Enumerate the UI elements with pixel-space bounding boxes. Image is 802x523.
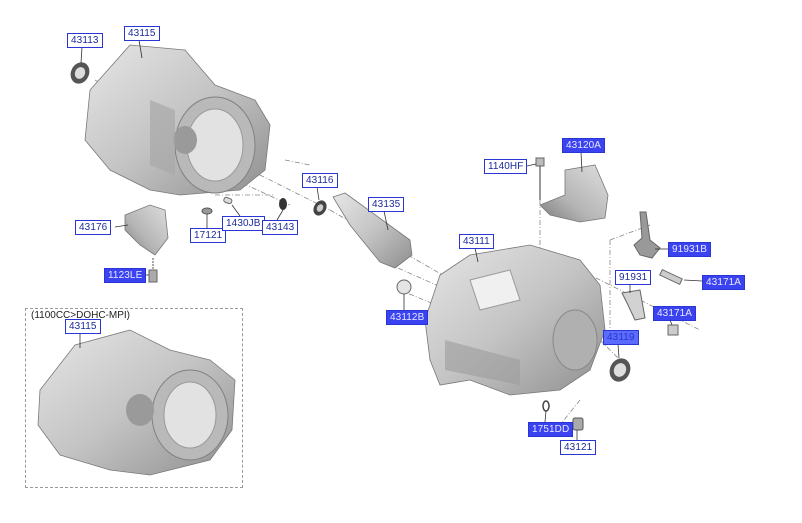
part-label-1140HF[interactable]: 1140HF <box>484 159 528 174</box>
part-label-43115-variant[interactable]: 43115 <box>65 319 101 334</box>
oring-1751DD <box>542 400 550 412</box>
bolt-43171A-lower <box>667 324 679 336</box>
part-label-43112B[interactable]: 43112B <box>386 310 429 325</box>
part-label-43121[interactable]: 43121 <box>560 440 597 455</box>
bracket-91931B <box>633 211 661 259</box>
bracket-91931 <box>621 289 646 321</box>
oil-seal-43119 <box>609 358 631 382</box>
part-label-43119[interactable]: 43119 <box>603 330 639 345</box>
guide-43135 <box>332 192 413 269</box>
plug-43112B <box>396 279 412 295</box>
part-label-43120A[interactable]: 43120A <box>562 138 606 153</box>
bolt-43171A-upper <box>659 268 683 286</box>
part-label-17121[interactable]: 17121 <box>190 228 227 243</box>
part-label-43143[interactable]: 43143 <box>262 220 299 235</box>
clutch-housing-variant-43115 <box>37 329 236 476</box>
part-label-1751DD[interactable]: 1751DD <box>528 422 574 437</box>
part-label-43171A-upper[interactable]: 43171A <box>702 275 746 290</box>
part-label-43113[interactable]: 43113 <box>67 33 103 48</box>
engine-variant-caption: (1100CC>DOHC-MPI) <box>31 310 130 321</box>
bolt-1123LE <box>148 258 158 283</box>
clutch-housing-43115 <box>84 44 271 196</box>
label-leader-lines <box>79 39 703 440</box>
pin-1430JB <box>223 196 233 205</box>
oil-seal-43113 <box>70 62 90 84</box>
part-label-43171A-lower[interactable]: 43171A <box>653 306 697 321</box>
engine-variant-frame <box>25 308 243 488</box>
part-label-43135[interactable]: 43135 <box>368 197 405 212</box>
bolt-1140HF <box>535 157 545 200</box>
part-label-91931[interactable]: 91931 <box>615 270 652 285</box>
part-label-43111[interactable]: 43111 <box>459 234 494 249</box>
part-label-43176[interactable]: 43176 <box>75 220 112 235</box>
mount-bracket-43120A <box>539 164 609 223</box>
part-label-1430JB[interactable]: 1430JB <box>222 216 265 231</box>
seal-43116 <box>313 200 327 216</box>
part-label-43116[interactable]: 43116 <box>302 173 338 188</box>
washer-17121 <box>201 207 213 215</box>
drain-plug-43121 <box>572 417 584 431</box>
part-label-1123LE[interactable]: 1123LE <box>104 268 147 283</box>
seal-43143 <box>279 198 287 210</box>
part-label-43115[interactable]: 43115 <box>124 26 160 41</box>
transmission-case-43111 <box>424 244 606 396</box>
bracket-43176 <box>124 204 169 256</box>
part-label-91931B[interactable]: 91931B <box>668 242 712 257</box>
